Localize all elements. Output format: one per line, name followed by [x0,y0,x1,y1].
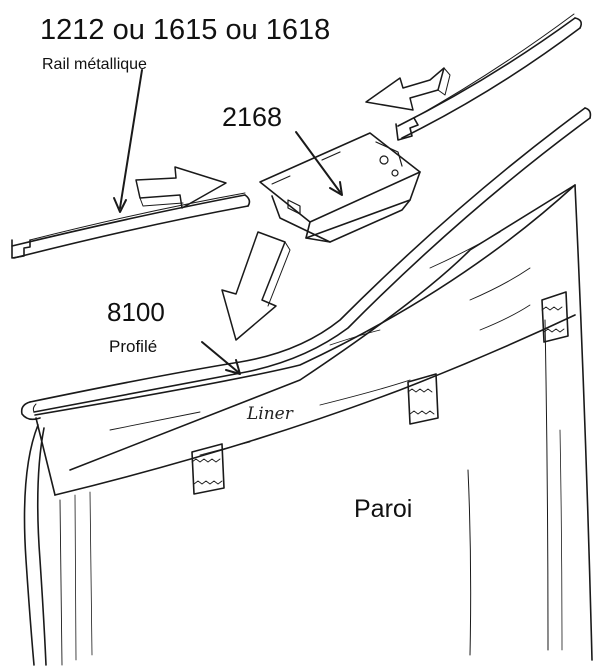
profile-part-number-label: 8100 [107,297,165,327]
rail-name-label: Rail métallique [42,56,147,73]
arrow-down [221,231,291,341]
leader-line-bracket [295,131,343,196]
rail-part-numbers-label: 1212 ou 1615 ou 1618 [40,14,331,46]
metal-rail-left [11,192,251,259]
liner-sheet [34,184,576,496]
wall-label: Paroi [354,495,413,523]
tape-strip [407,373,439,425]
profile-name-label: Profilé [109,337,158,356]
arrow-right [135,166,227,209]
leader-line-rail [113,69,143,213]
leader-line-profile [201,341,241,375]
bracket-part-number-label: 2168 [222,102,283,132]
liner-label: Liner [247,404,293,424]
arrow-left [365,67,451,111]
profile-8100 [20,107,592,421]
liner-drop [23,424,93,666]
tape-strip [191,443,225,495]
metal-rail-right [395,13,582,141]
tape-strip [541,291,569,343]
pool-wall [69,184,593,661]
bracket-2168 [259,132,421,243]
